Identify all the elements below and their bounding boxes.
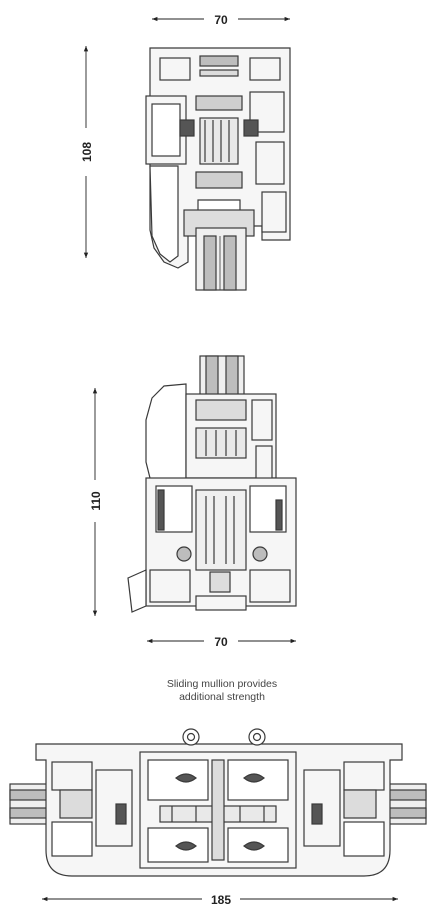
top-height-label: 108 bbox=[80, 142, 94, 162]
top-width-dimension: 70 bbox=[152, 13, 290, 27]
mullion-caption-line2: additional strength bbox=[179, 691, 265, 703]
top-section: 70 108 bbox=[80, 13, 291, 291]
top-width-label: 70 bbox=[214, 13, 228, 27]
sill-profile bbox=[127, 355, 297, 613]
top-height-dimension: 108 bbox=[80, 46, 94, 258]
bottom-height-label: 110 bbox=[89, 491, 103, 511]
bottom-section: 110 70 bbox=[89, 355, 297, 649]
mullion-width-dimension: 185 bbox=[42, 893, 398, 907]
head-profile bbox=[145, 47, 291, 291]
mullion-section: Sliding mullion provides additional stre… bbox=[9, 678, 427, 907]
mullion-profile bbox=[9, 728, 427, 877]
bottom-height-dimension: 110 bbox=[89, 388, 103, 616]
mullion-caption-line1: Sliding mullion provides bbox=[167, 678, 277, 690]
bottom-width-dimension: 70 bbox=[147, 635, 296, 649]
bottom-width-label: 70 bbox=[214, 635, 228, 649]
mullion-width-label: 185 bbox=[211, 893, 231, 907]
